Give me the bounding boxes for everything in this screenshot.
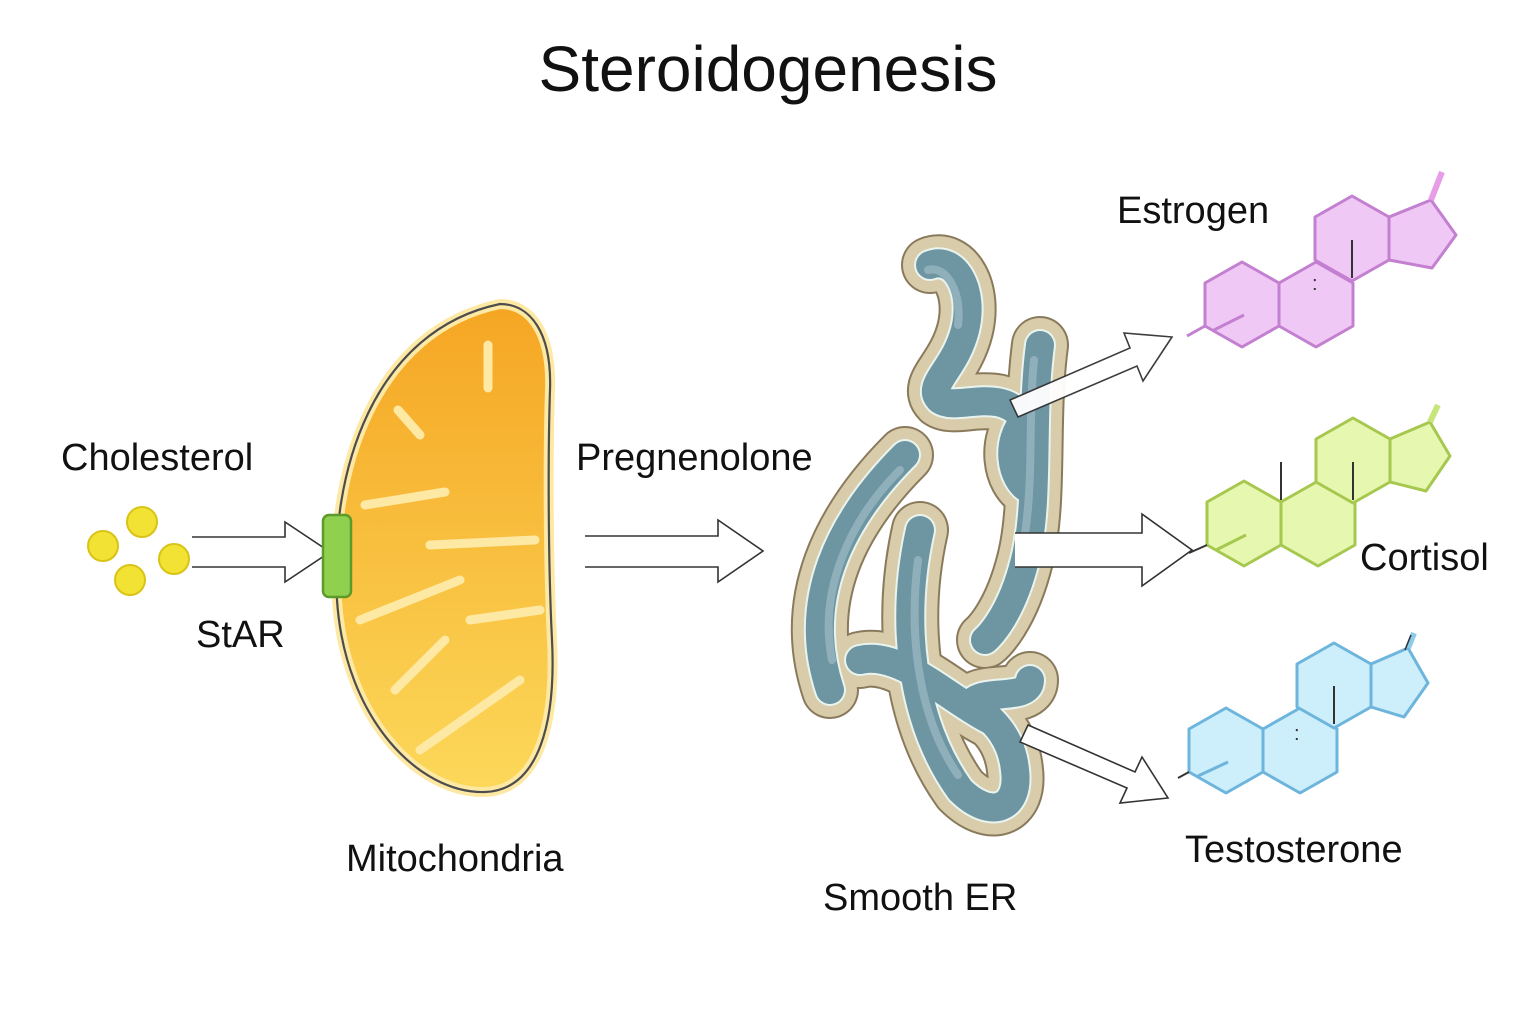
- arrow-mitochondria-to-er: [585, 518, 765, 584]
- testosterone-molecule: :: [1177, 631, 1430, 795]
- cholesterol-dot: [114, 564, 146, 596]
- product-arrows: [1008, 332, 1194, 804]
- svg-text::: :: [1294, 723, 1300, 745]
- label-star: StAR: [196, 614, 285, 656]
- mitochondrion-cristae: [355, 340, 545, 755]
- cholesterol-dot: [126, 506, 158, 538]
- label-cortisol: Cortisol: [1360, 537, 1489, 579]
- mitochondrion: [330, 298, 558, 798]
- arrow-cholesterol-to-mitochondria: [192, 520, 332, 584]
- cholesterol-dot: [87, 530, 119, 562]
- label-mitochondria: Mitochondria: [346, 838, 564, 880]
- label-smooth-er: Smooth ER: [823, 877, 1018, 919]
- label-testosterone: Testosterone: [1185, 829, 1403, 871]
- label-pregnenolone: Pregnenolone: [576, 437, 813, 479]
- diagram-title: Steroidogenesis: [538, 33, 998, 105]
- smooth-er: [790, 234, 1069, 837]
- cholesterol-dot: [158, 543, 190, 575]
- arrow-er-to-estrogen: [1008, 332, 1174, 419]
- svg-text::: :: [1312, 273, 1318, 295]
- star-protein: [321, 513, 353, 599]
- cholesterol-molecules: [87, 506, 190, 596]
- estrogen-molecule: :: [1186, 170, 1458, 349]
- label-estrogen: Estrogen: [1117, 190, 1270, 232]
- arrow-er-to-cortisol: [1015, 512, 1194, 588]
- arrow-er-to-testosterone: [1018, 723, 1170, 804]
- label-cholesterol: Cholesterol: [61, 437, 254, 479]
- cortisol-molecule: [1188, 403, 1452, 568]
